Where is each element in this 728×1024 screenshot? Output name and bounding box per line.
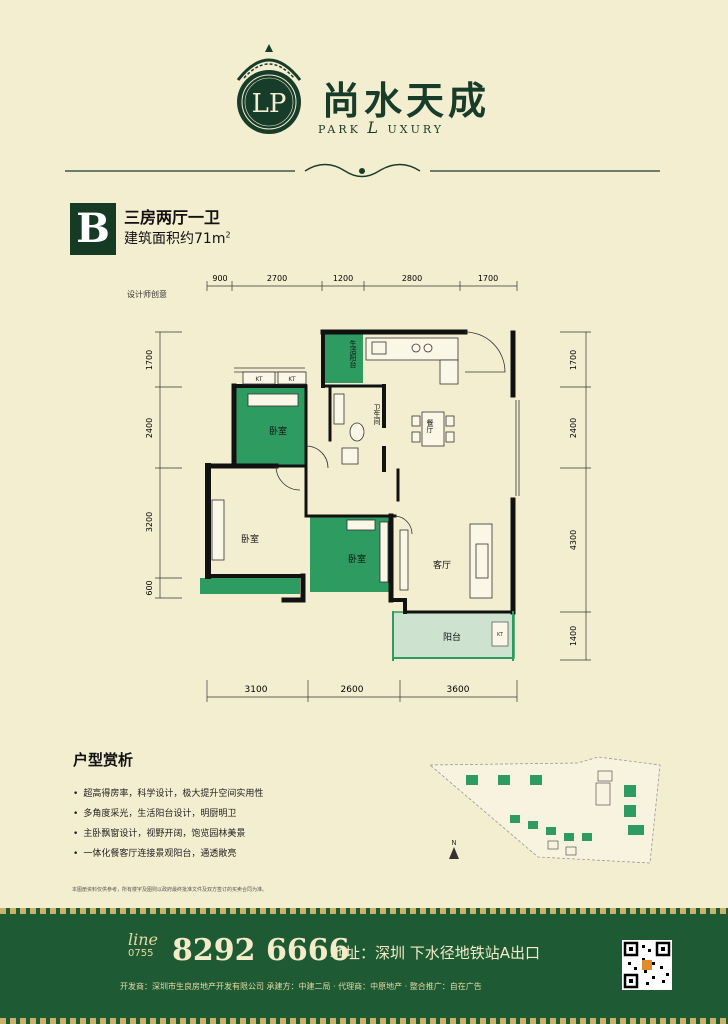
floor-plan: KT KT KT 卧室 卧室 卧室 客厅 餐厅 卫生间 生活阳台 阳台 900 … xyxy=(145,274,591,702)
top-dimension-line xyxy=(206,281,518,291)
unit-area-label: 建筑面积约71m xyxy=(124,231,226,247)
kt-label-1: KT xyxy=(255,376,262,383)
dim-left-3: 3200 xyxy=(145,512,154,532)
address: 地址：深圳 下水径地铁站A出口 xyxy=(330,944,541,962)
hotline-area-code: 0755 xyxy=(128,948,154,959)
room-label-dining: 餐厅 xyxy=(426,418,434,433)
unit-area: 建筑面积约71m2 xyxy=(124,228,231,248)
site-plan: N xyxy=(428,756,661,864)
unit-type-letter: B xyxy=(70,203,116,255)
dim-right-3: 4300 xyxy=(569,530,578,550)
logo-emblem: LP xyxy=(236,44,302,134)
qr-code[interactable] xyxy=(622,940,672,990)
service-balcony-fill xyxy=(323,333,363,383)
room-label-living: 客厅 xyxy=(433,559,451,571)
kitchen-counter xyxy=(365,337,459,385)
feature-item: 一体化餐客厅连接景观阳台，通透敞亮 xyxy=(73,846,236,859)
kt-unit-balcony xyxy=(491,621,509,647)
left-dimension-line xyxy=(155,331,182,599)
brand-subtitle-mid: L xyxy=(367,118,381,137)
dim-top-3: 1200 xyxy=(333,274,353,283)
dim-top-4: 2800 xyxy=(402,274,422,283)
dim-top-5: 1700 xyxy=(478,274,498,283)
feature-item: 主卧飘窗设计，视野开阔，饱览园林美景 xyxy=(73,826,245,839)
dim-bottom-2: 2600 xyxy=(341,685,364,695)
designer-note: 设计师创意 xyxy=(127,290,167,299)
brand-subtitle: PARK L UXURY xyxy=(318,118,444,137)
dim-left-4: 600 xyxy=(145,580,154,595)
bottom-dimension-line xyxy=(206,680,518,702)
dim-top-1: 900 xyxy=(212,274,227,283)
dim-top-2: 2700 xyxy=(267,274,287,283)
feature-item: 多角度采光，生活阳台设计，明厨明卫 xyxy=(73,806,236,819)
kt-units xyxy=(242,371,307,385)
living-furniture xyxy=(399,523,493,599)
site-building-outlines xyxy=(547,770,613,856)
dim-right-4: 1400 xyxy=(569,626,578,646)
room-label-service-balcony: 生活阳台 xyxy=(349,339,357,369)
right-dimension-line xyxy=(560,331,591,661)
room-label-bath: 卫生间 xyxy=(373,404,381,426)
dim-right-1: 1700 xyxy=(569,350,578,370)
developer-credits: 开发商：深圳市生良房地产开发有限公司 承建方：中建二局 · 代理商：中原地产 ·… xyxy=(120,982,482,991)
ornament-divider xyxy=(65,163,660,178)
footer-border-bottom xyxy=(0,1018,728,1024)
unit-type-name: 三房两厅一卫 xyxy=(124,208,221,227)
footer-border-top xyxy=(0,908,728,914)
dim-bottom-1: 3100 xyxy=(245,685,268,695)
room-label-bedroom-c: 卧室 xyxy=(348,553,366,565)
bedroom-b-strip xyxy=(200,578,300,594)
room-label-bedroom-b: 卧室 xyxy=(241,533,259,545)
north-arrow: N xyxy=(449,839,459,859)
bathroom-fixtures xyxy=(333,393,365,465)
brand-name: 尚水天成 xyxy=(322,78,491,123)
analysis-title: 户型赏析 xyxy=(73,751,134,769)
room-label-bedroom-a: 卧室 xyxy=(269,425,287,437)
room-label-balcony: 阳台 xyxy=(443,631,461,643)
footer-band xyxy=(0,908,728,1024)
dim-left-2: 2400 xyxy=(145,418,154,438)
dim-right-2: 2400 xyxy=(569,418,578,438)
emblem-letters: LP xyxy=(252,89,287,119)
brand-subtitle-right: UXURY xyxy=(387,123,445,136)
kt-label-2: KT xyxy=(288,376,295,383)
brand-subtitle-left: PARK xyxy=(318,123,361,136)
dining-table xyxy=(411,411,455,447)
kt-label-3: KT xyxy=(497,632,504,638)
dim-bottom-3: 3600 xyxy=(447,685,470,695)
north-label: N xyxy=(451,839,456,847)
doors xyxy=(275,331,506,535)
dim-left-1: 1700 xyxy=(145,350,154,370)
unit-area-sup: 2 xyxy=(225,230,231,240)
beds xyxy=(211,393,389,583)
walls xyxy=(205,329,516,661)
hotline-label: line xyxy=(128,930,159,949)
feature-item: 超高得房率，科学设计，极大提升空间实用性 xyxy=(73,786,263,799)
hotline-number[interactable]: 8292 6666 xyxy=(172,933,350,968)
disclaimer: 本图册资料仅供参考，所有楼宇及图则以政府最终批准文件及双方签订的买卖合同为准。 xyxy=(72,887,268,893)
site-buildings xyxy=(466,775,644,841)
